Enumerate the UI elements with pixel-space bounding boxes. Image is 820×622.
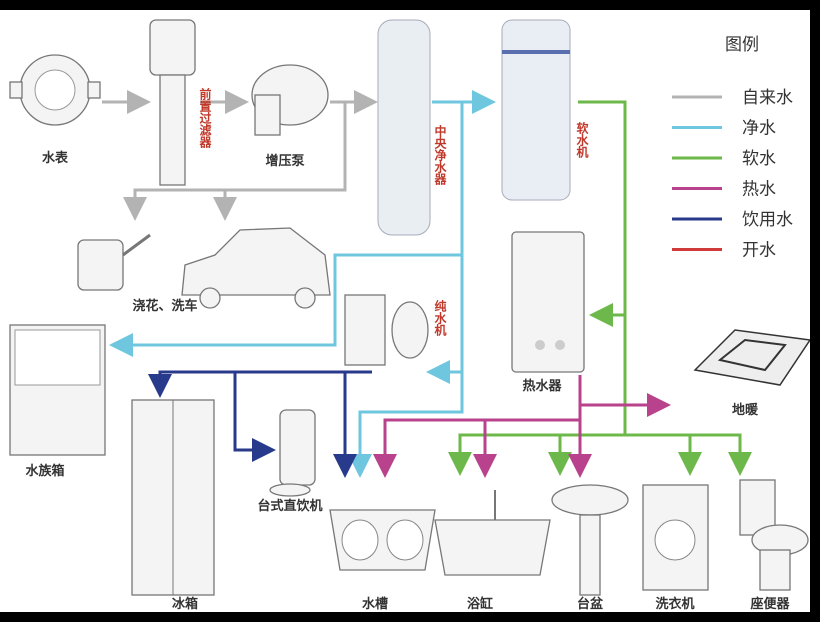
label-floor: 地暖 xyxy=(732,402,759,418)
legend-label: 净水 xyxy=(742,119,776,139)
label-bathtub: 浴缸 xyxy=(467,596,493,612)
water-heater xyxy=(511,231,585,373)
legend-title: 图例 xyxy=(725,35,759,55)
pipes-purified-water xyxy=(109,90,496,478)
label-aquarium: 水族箱 xyxy=(25,463,64,479)
water-softener xyxy=(501,19,571,201)
label-pump: 增压泵 xyxy=(265,153,304,169)
wash-basin xyxy=(551,484,629,596)
refrigerator xyxy=(131,399,215,596)
label-dispenser: 台式直饮机 xyxy=(257,498,322,514)
label-toilet: 座便器 xyxy=(749,596,790,612)
label-central-purifier: 中央净水器 xyxy=(433,124,447,186)
label-sink: 水槽 xyxy=(362,596,388,612)
water-meter xyxy=(9,54,101,126)
prefilter xyxy=(149,19,196,186)
washing-machine xyxy=(642,484,709,591)
legend-label: 热水 xyxy=(742,180,776,200)
label-softener: 软水机 xyxy=(575,121,589,159)
label-pure: 纯水机 xyxy=(433,299,447,337)
label-meter: 水表 xyxy=(42,150,69,166)
car xyxy=(181,227,331,309)
label-garden: 浇花、洗车 xyxy=(132,298,197,314)
label-heater: 热水器 xyxy=(522,378,562,394)
pipes-tap-water xyxy=(102,90,378,221)
bathtub xyxy=(434,490,551,576)
legend-label: 饮用水 xyxy=(742,210,793,230)
aquarium xyxy=(9,324,106,456)
kitchen-sink xyxy=(329,509,436,571)
pipes-hot-water xyxy=(373,375,671,478)
watering-can xyxy=(77,233,151,291)
pipes-drinking-water xyxy=(148,370,372,478)
pipes-soft-water xyxy=(448,100,752,476)
booster-pump xyxy=(251,64,329,136)
label-washer: 洗衣机 xyxy=(655,596,694,612)
legend-label: 开水 xyxy=(742,241,776,261)
toilet xyxy=(739,479,809,591)
legend-label: 自来水 xyxy=(742,88,793,108)
water-system-diagram: 水表 前置过滤器 增压泵 中央净水器 软水机 浇花、洗车 纯水机 热水器 地暖 … xyxy=(0,10,812,612)
pure-water-machine xyxy=(344,294,429,366)
drinking-dispenser xyxy=(269,409,316,497)
label-prefilter: 前置过滤器 xyxy=(198,87,212,149)
floor-heating xyxy=(693,329,812,386)
central-purifier xyxy=(377,19,431,236)
label-basin: 台盆 xyxy=(577,596,604,612)
label-fridge: 冰箱 xyxy=(172,596,198,612)
legend-label: 软水 xyxy=(742,149,776,169)
